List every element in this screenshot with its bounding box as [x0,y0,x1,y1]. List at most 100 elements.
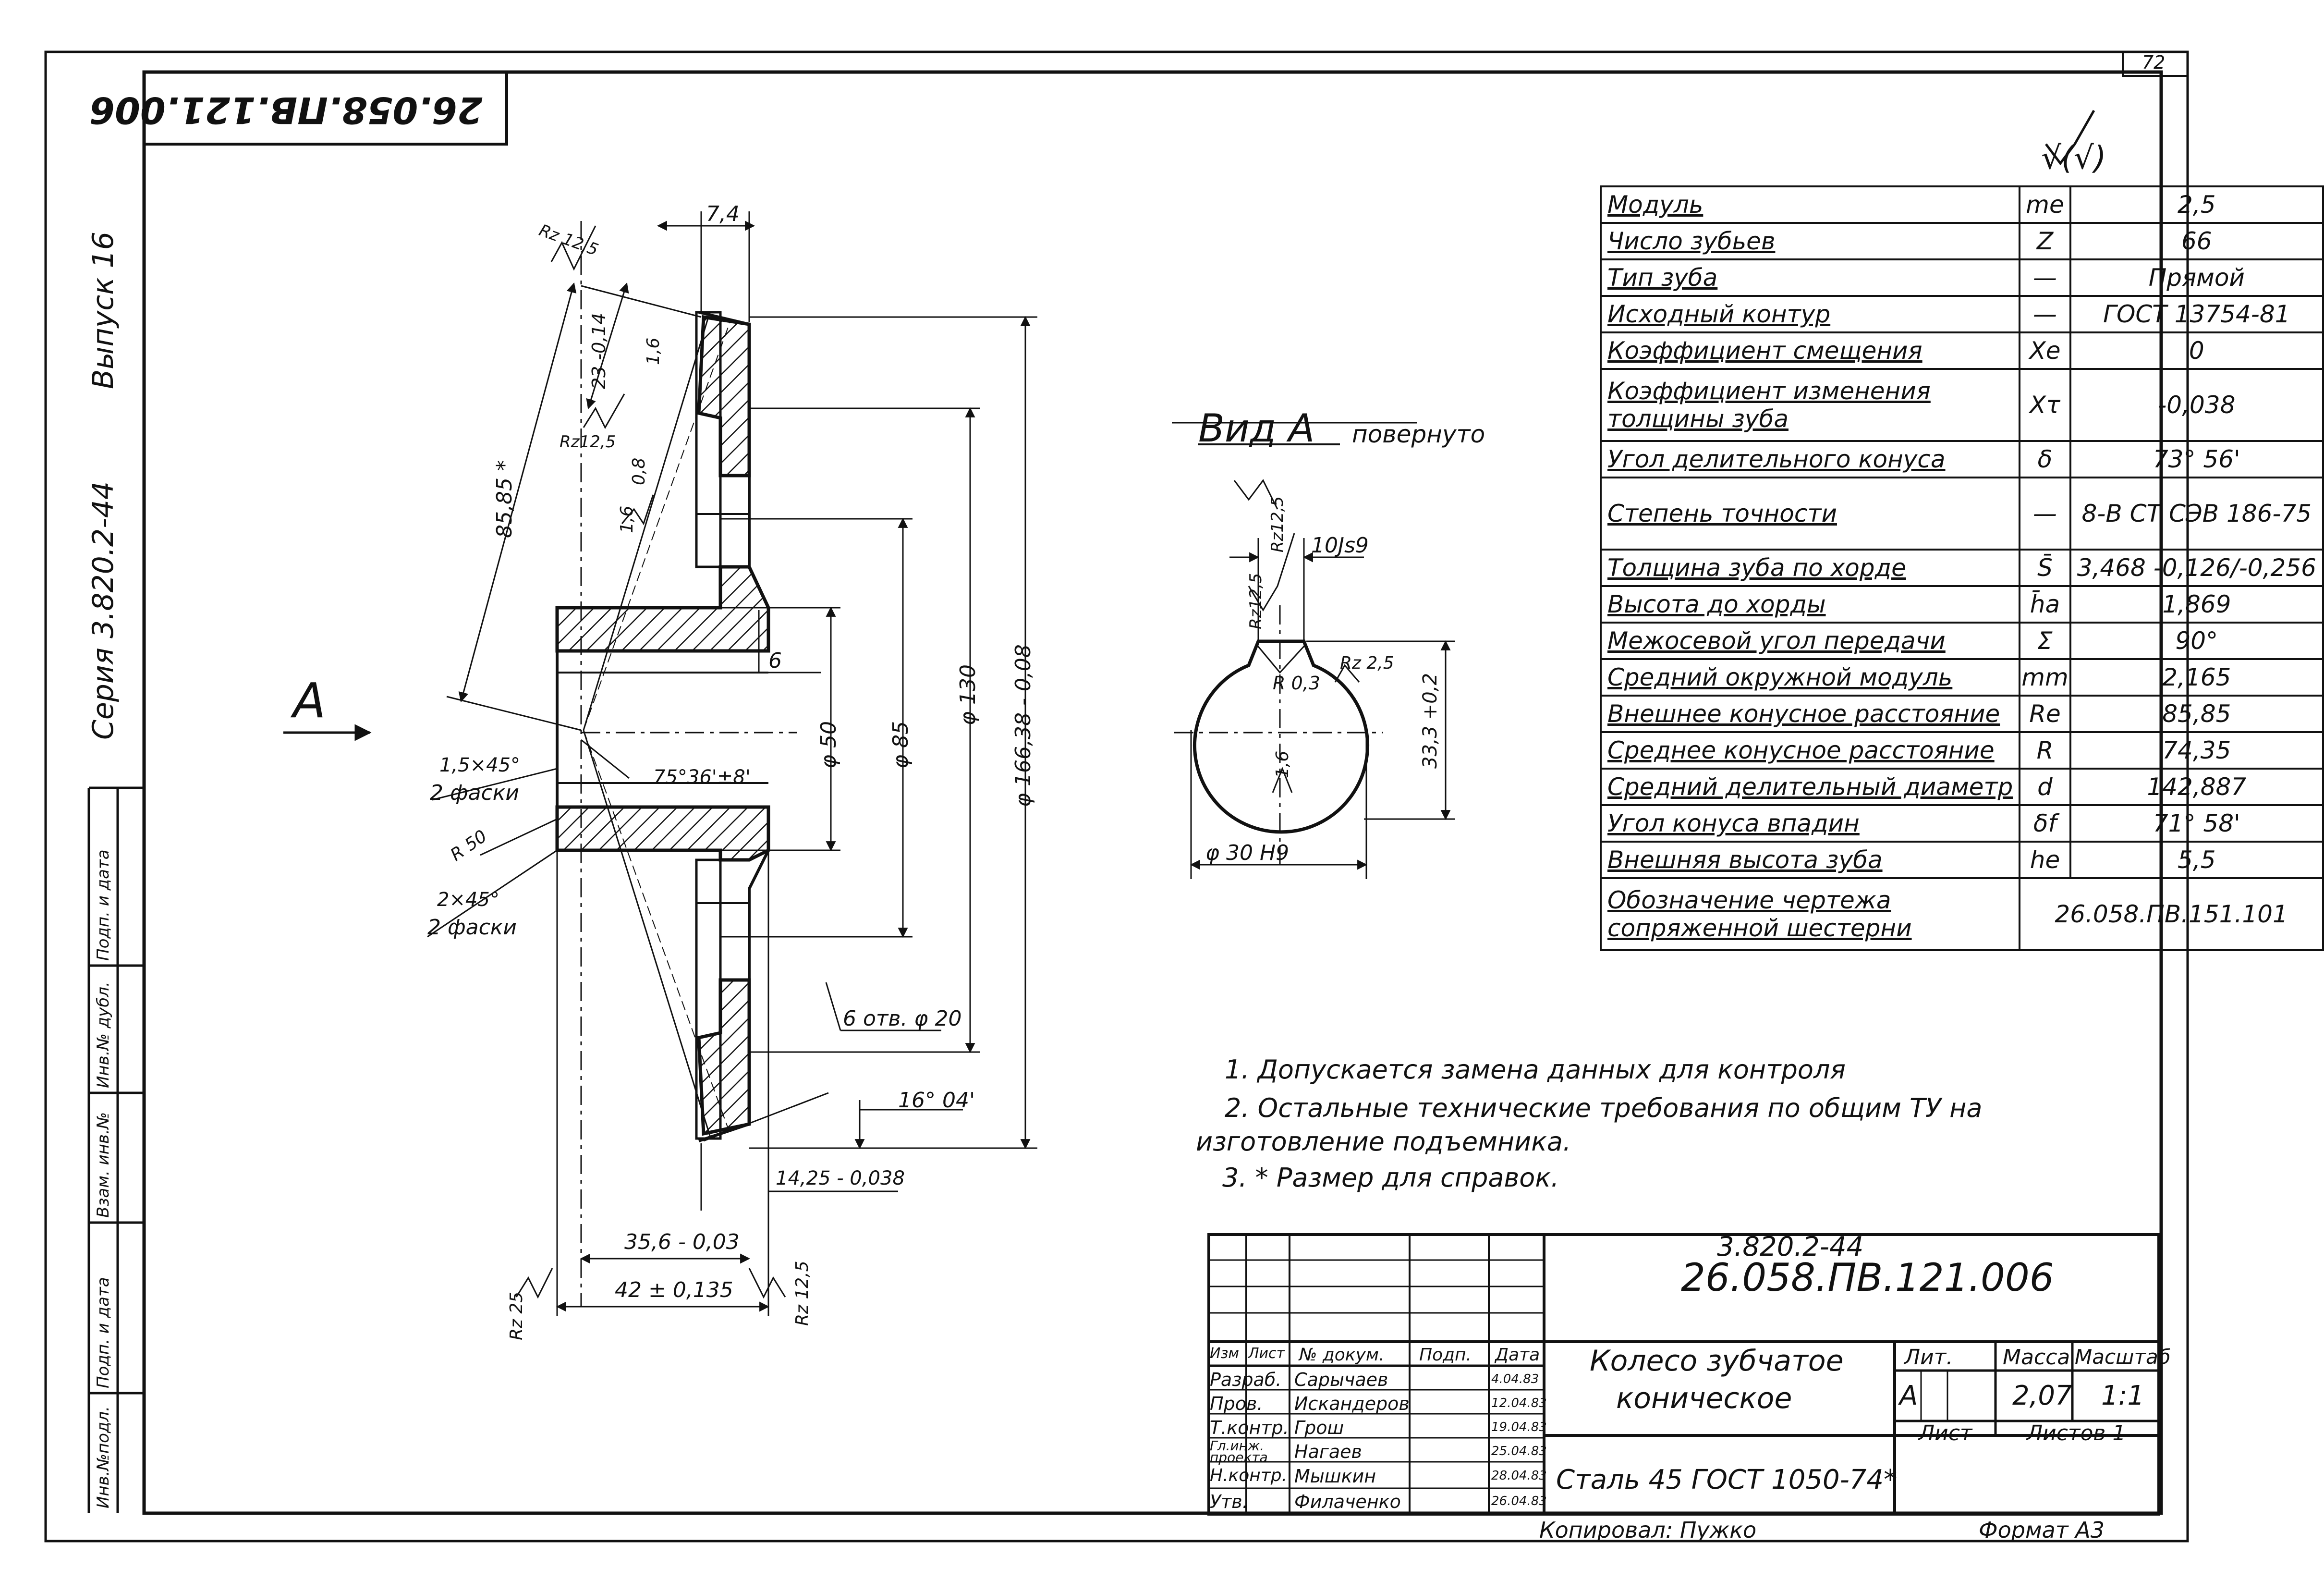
spec-param-value: 66 [2069,222,2324,260]
dim-42: 42 ± 0,135 [615,1278,733,1302]
issue-label: Выпуск 16 [86,232,120,389]
spec-param-name: Внешняя высота зуба [1599,841,2021,879]
spec-param-value: 142,887 [2069,768,2324,806]
dim-35-6: 35,6 - 0,03 [624,1230,740,1254]
tb-col-scale: Масштаб [2075,1345,2171,1369]
side-label-vzam-inv: Взам. инв.№ [94,1112,113,1218]
spec-param-value: 26.058.ПВ.151.101 [2019,877,2324,951]
tb-role-3: Т.контр. [1210,1417,1289,1438]
dim-1-6a: 1,6 [644,337,663,365]
spec-param-name: Число зубьев [1599,222,2021,260]
tb-material: Сталь 45 ГОСТ 1050-74* [1556,1464,1898,1495]
spec-param-name: Коэффициент смещения [1599,331,2021,370]
view-a-33-3: 33,3 +0,2 [1419,673,1441,769]
dim-0-8: 0,8 [629,457,649,485]
tb-part-name-2: коническое [1616,1382,1792,1415]
spec-param-symbol: δ [2019,440,2071,478]
dim-rz12-5-bottom: Rz 12,5 [792,1261,812,1326]
dim-phi50: φ 50 [816,721,841,769]
tb-name-6: Филаченко [1294,1491,1401,1512]
spec-param-symbol: — [2019,258,2071,297]
tb-date-2: 12.04.83 [1491,1396,1547,1410]
dim-23: 23 -0,14 [588,313,609,389]
tb-name-4: Нагаев [1294,1441,1362,1462]
spec-param-symbol: δf [2019,804,2071,843]
tb-name-3: Грош [1294,1417,1344,1438]
spec-param-name: Коэффициент изменения толщины зуба [1599,368,2021,442]
spec-param-name: Степень точности [1599,477,2021,551]
tb-name-2: Искандеров [1294,1393,1410,1414]
tb-role-2: Пров. [1210,1393,1263,1414]
spec-param-value: 5,5 [2069,841,2324,879]
tb-lit: А [1899,1380,1918,1411]
dim-chamfer2: 2×45° [437,889,499,911]
view-a-note: повернуто [1352,420,1485,448]
side-strip-lines [87,786,144,1513]
spec-param-name: Межосевой угол передачи [1599,622,2021,660]
page-number: 72 [2142,52,2166,73]
tb-role-4: Гл.инж. проекта [1210,1438,1268,1465]
view-a-rz12-5b: Rz12,5 [1246,573,1265,629]
spec-param-name: Обозначение чертежа сопряженной шестерни [1599,877,2021,951]
view-a-title: Вид А [1198,406,1315,451]
dim-phi166: φ 166,38 - 0,08 [1011,644,1035,807]
tb-scale: 1:1 [2101,1380,2145,1411]
tb-doc-code: 26.058.ПВ.121.006 [1681,1255,2054,1300]
mirrored-code-box [143,71,508,146]
spec-param-name: Средний окружной модуль [1599,658,2021,697]
spec-param-value: Прямой [2069,258,2324,297]
tb-col-lit: Лит. [1904,1345,1953,1370]
spec-param-name: Высота до хорды [1599,585,2021,624]
spec-param-symbol: S̄ [2019,549,2071,587]
note-1: 1. Допускается замена данных для контрол… [1225,1054,1846,1085]
dim-angle: 75°36'±8' [653,766,751,788]
spec-param-value: 85,85 [2069,695,2324,733]
tb-header-date: Дата [1495,1345,1540,1365]
dim-chamfer2-note: 2 фаски [427,915,517,940]
gear-drawing-canvas [44,50,2189,1543]
spec-param-name: Средний делительный диаметр [1599,768,2021,806]
side-label-podp-1: Подп. и дата [94,1277,113,1388]
page-number-box [2122,51,2189,77]
tb-sheets-label: Листов 1 [2027,1421,2126,1445]
tb-date-1: 4.04.83 [1491,1372,1539,1386]
view-a-1-6: 1,6 [1273,750,1292,778]
spec-param-symbol: — [2019,477,2071,551]
tb-copied-by: Копировал: Пужко [1539,1517,1757,1543]
tb-role-6: Утв. [1210,1491,1248,1512]
tb-role-5: Н.контр. [1210,1466,1288,1485]
view-marker: А [293,673,326,729]
dim-14-25: 14,25 - 0,038 [776,1167,905,1189]
tb-header-list: Лист [1248,1345,1285,1362]
tb-mass: 2,07 [2012,1380,2072,1411]
spec-param-symbol: mm [2019,658,2071,697]
spec-param-value: 74,35 [2069,731,2324,770]
tb-sheet-label: Лист [1919,1421,1972,1445]
tb-date-3: 19.04.83 [1491,1420,1547,1434]
view-a-rz12-5a: Rz12,5 [1268,496,1287,552]
view-a-r0-3: R 0,3 [1273,673,1320,694]
dim-1-6b: 1,6 [617,505,637,533]
dim-chamfer1: 1,5×45° [439,754,521,776]
spec-row: Степень точности—8-В СТ СЭВ 186-75 [1599,477,2324,551]
spec-row: Тип зуба—Прямой [1599,258,2324,297]
gear-section-view [283,211,1037,1316]
title-block-grid [1207,1233,2160,1516]
spec-param-symbol: me [2019,185,2071,224]
view-a-phi30: φ 30 H9 [1205,841,1290,865]
spec-param-symbol: Z [2019,222,2071,260]
spec-param-name: Угол делительного конуса [1599,440,2021,478]
spec-param-value: 2,165 [2069,658,2324,697]
spec-param-value: 71° 58' [2069,804,2324,843]
dim-chamfer1-note: 2 фаски [430,781,519,805]
tb-col-mass: Масса [2003,1345,2070,1370]
dim-7-4: 7,4 [706,202,740,226]
spec-param-symbol: d [2019,768,2071,806]
spec-param-symbol: Xe [2019,331,2071,370]
